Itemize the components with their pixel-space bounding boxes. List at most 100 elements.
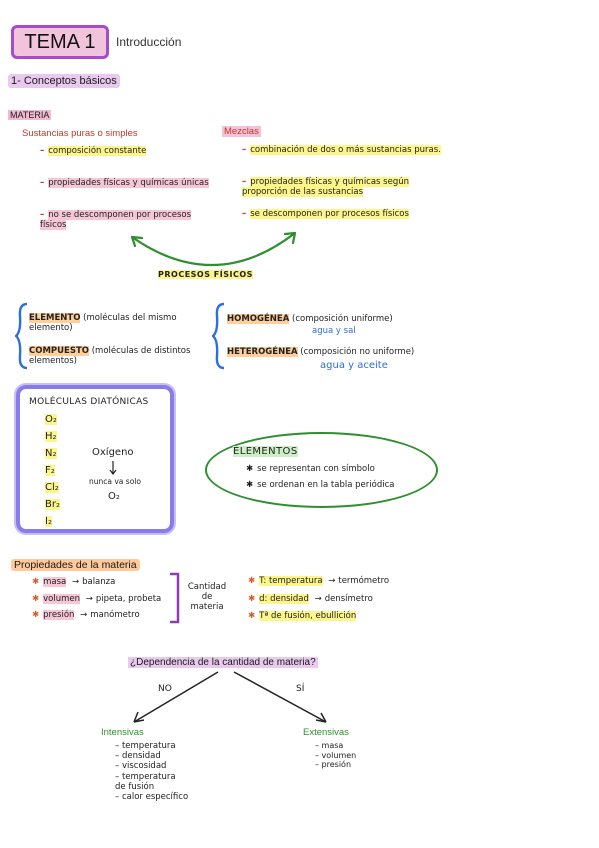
homogenea-term: HOMOGÉNEA [227, 314, 290, 324]
prop-term: Tª de fusión, ebullición [259, 611, 357, 621]
elementos-item-1: ✱se representan con símbolo [246, 464, 375, 474]
elementos-item-2: ✱se ordenan en la tabla periódica [246, 480, 395, 490]
intensivas-item: – densidad [115, 751, 161, 762]
elementos-ellipse [205, 432, 438, 508]
intensivas-title: Intensivas [101, 727, 144, 738]
elementos-item-text: se ordenan en la tabla periódica [257, 480, 395, 490]
puras-item-text: composición constante [48, 146, 147, 156]
extensivas-title: Extensivas [303, 727, 349, 738]
mezclas-title: Mezclas [222, 126, 261, 137]
compuesto-desc: (moléculas de distintos elementos) [29, 346, 191, 367]
mezclas-label: Mezclas [222, 126, 261, 137]
diatomicas-box [16, 385, 174, 533]
section-label: 1- Conceptos básicos [8, 74, 120, 88]
extensivas-item: – masa [315, 741, 344, 750]
intensivas-item-text: temperatura [121, 741, 176, 751]
extensivas-item-text: presión [321, 760, 352, 770]
heterogenea-def: HETEROGÉNEA (composición no uniforme) [227, 347, 437, 357]
extensivas-list: – masa – volumen – presión [315, 741, 356, 770]
procesos-text: PROCESOS FÍSICOS [158, 270, 253, 279]
oxigeno-arrow [109, 461, 117, 475]
materia-title: MATERIA [8, 110, 52, 120]
intensivas-item: – calor específico [115, 791, 189, 802]
mezclas-item-2: –propiedades físicas y químicas según pr… [242, 177, 410, 198]
intensivas-item: – temperatura de fusión [115, 771, 176, 792]
prop-right-2: ✱d: densidad →densímetro [248, 594, 373, 604]
molecule-i2: I₂ [45, 516, 52, 527]
procesos-label: PROCESOS FÍSICOS [158, 270, 253, 280]
section-title: 1- Conceptos básicos [8, 74, 120, 88]
cantidad-label: Cantidad de materia [187, 582, 227, 613]
homogenea-desc: (composición uniforme) [292, 314, 393, 324]
molecule-br2: Br₂ [45, 499, 60, 510]
mezclas-item-1: –combinación de dos o más sustancias pur… [242, 145, 441, 155]
prop-term: T: temperatura [259, 576, 323, 586]
tema-label: TEMA 1 [24, 30, 96, 53]
mezclas-item-text: combinación de dos o más sustancias pura… [250, 145, 441, 155]
intensivas-item-text: calor específico [121, 791, 189, 802]
intensivas-item: – viscosidad [115, 761, 167, 772]
molecule-o2: O₂ [45, 414, 57, 425]
compuesto-def: COMPUESTO (moléculas de distintos elemen… [29, 346, 209, 366]
prop-tool: balanza [82, 577, 116, 587]
prop-term: d: densidad [259, 594, 309, 604]
homogenea-def: HOMOGÉNEA (composición uniforme) [227, 314, 427, 324]
homogenea-example: agua y sal [312, 326, 356, 336]
prop-right-1: ✱T: temperatura →termómetro [248, 576, 390, 586]
puras-item-2: –propiedades físicas y químicas únicas [40, 178, 209, 188]
propiedades-title: Propiedades de la materia [11, 559, 140, 571]
prop-term: volumen [43, 594, 81, 604]
extensivas-item-text: volumen [321, 750, 357, 760]
prop-left-2: ✱volumen →pipeta, probeta [32, 594, 162, 604]
cantidad-bracket [170, 572, 180, 624]
intensivas-item-text: viscosidad [121, 761, 167, 772]
puras-title: Sustancias puras o simples [22, 128, 138, 139]
compuesto-term: COMPUESTO [29, 346, 90, 356]
mezclas-item-text: propiedades físicas y químicas según pro… [242, 177, 410, 198]
puras-item-text: propiedades físicas y químicas únicas [48, 178, 209, 188]
mezclas-item-3: –se descomponen por procesos físicos [242, 209, 409, 219]
dependencia-question-text: ¿Dependencia de la cantidad de materia? [128, 657, 318, 668]
si-label: SÍ [296, 684, 305, 694]
puras-item-3: –no se descomponen por procesos físicos [40, 210, 192, 231]
molecule-h2: H₂ [45, 431, 57, 442]
intro-title: Introducción [116, 35, 182, 49]
prop-tool: pipeta, probeta [95, 594, 162, 604]
extensivas-item: – presión [315, 760, 352, 770]
elemento-desc: (moléculas del mismo elemento) [29, 313, 177, 334]
prop-left-3: ✱presión →manómetro [32, 610, 140, 620]
tree-arrows [133, 671, 327, 723]
intensivas-item: – temperatura [115, 741, 176, 751]
oxigeno-label: Oxígeno [92, 447, 134, 458]
intensivas-item-text: densidad [121, 751, 161, 762]
heterogenea-term: HETEROGÉNEA [227, 347, 298, 357]
dependencia-question: ¿Dependencia de la cantidad de materia? [128, 657, 318, 668]
intensivas-list: – temperatura – densidad – viscosidad – … [115, 741, 188, 802]
prop-term: presión [43, 610, 75, 620]
intensivas-item-text: temperatura de fusión [115, 771, 176, 792]
extensivas-item-text: masa [321, 741, 344, 750]
tema-badge: TEMA 1 [11, 25, 109, 59]
nunca-label: nunca va solo [89, 477, 141, 486]
prop-left-1: ✱masa →balanza [32, 577, 116, 587]
elementos-title: ELEMENTOS [233, 446, 298, 458]
elementos-title-text: ELEMENTOS [233, 446, 298, 457]
diatomicas-title: MOLÉCULAS DIATÓNICAS [29, 397, 149, 407]
molecule-list: O₂ H₂ N₂ F₂ Cl₂ Br₂ I₂ [45, 414, 60, 533]
procesos-arrow [130, 231, 297, 267]
molecule-cl2: Cl₂ [45, 482, 59, 493]
prop-tool: densímetro [324, 594, 373, 604]
no-label: NO [158, 684, 172, 694]
o2-label: O₂ [108, 491, 120, 502]
prop-term: masa [43, 577, 67, 587]
propiedades-title-text: Propiedades de la materia [11, 559, 140, 571]
extensivas-item: – volumen [315, 750, 357, 760]
mezclas-item-text: se descomponen por procesos físicos [250, 209, 409, 219]
elemento-term: ELEMENTO [29, 313, 81, 323]
molecule-f2: F₂ [45, 465, 55, 476]
puras-item-1: –composición constante [40, 146, 147, 156]
heterogenea-example: agua y aceite [320, 360, 388, 371]
elementos-item-text: se representan con símbolo [257, 464, 375, 474]
prop-right-3: ✱Tª de fusión, ebullición [248, 611, 357, 621]
elemento-def: ELEMENTO (moléculas del mismo elemento) [29, 313, 199, 333]
